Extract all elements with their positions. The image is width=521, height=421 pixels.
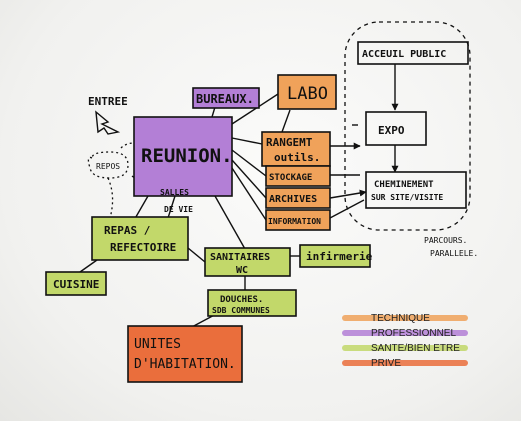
label-sanitaires-1: SANITAIRES xyxy=(210,252,270,263)
link-reunion-rangement xyxy=(231,137,263,145)
box-archives xyxy=(265,187,331,209)
box-unites xyxy=(127,325,243,383)
box-expo xyxy=(365,111,427,146)
link-reunion-salles xyxy=(167,195,176,219)
link-reunion-archives xyxy=(231,159,267,199)
label-stockage: STOCKAGE xyxy=(269,173,312,183)
box-douches xyxy=(207,289,297,317)
box-bureaux xyxy=(192,87,260,109)
label-unites-1: UNITES xyxy=(134,337,181,352)
box-cuisine xyxy=(45,271,107,296)
link-reunion-stockage xyxy=(231,149,267,177)
box-sanitaires xyxy=(204,247,291,277)
label-repas-2: REFECTOIRE xyxy=(110,241,176,254)
box-information xyxy=(265,209,331,231)
label-chem-1: CHEMINEMENT xyxy=(374,180,434,190)
label-entree: ENTREE xyxy=(88,95,128,108)
label-labo: LABO xyxy=(287,84,328,104)
label-douches-1: DOUCHES. xyxy=(220,295,263,305)
repos-bubble xyxy=(87,151,129,179)
box-accueil xyxy=(357,41,469,65)
box-labo xyxy=(277,74,337,110)
label-reunion: REUNION. xyxy=(141,145,233,167)
label-rangement: RANGEMT xyxy=(266,136,313,149)
legend: TECHNIQUE PROFESSIONNEL SANTE/BIEN ETRE PRI… xyxy=(342,313,468,369)
box-infirmerie xyxy=(299,244,371,268)
dash-repos-repas xyxy=(107,177,114,219)
label-sanitaires-2: WC xyxy=(236,265,248,276)
box-stockage xyxy=(265,165,331,187)
legend-label-3: PRIVE xyxy=(371,358,401,369)
label-outils: outils. xyxy=(274,151,320,164)
label-chem-2: SUR SITE/VISITE xyxy=(371,193,443,202)
link-labo-reunion xyxy=(231,93,279,125)
label-bureaux: BUREAUX. xyxy=(196,92,254,106)
label-salles-1: SALLES xyxy=(160,188,189,197)
label-infirmerie: infirmerie xyxy=(306,250,373,263)
label-parcours-2: PARALLELE. xyxy=(430,249,478,258)
public-zone-outline xyxy=(344,21,471,231)
entree-arrow xyxy=(95,110,121,135)
label-accueil: ACCEUIL PUBLIC xyxy=(362,49,446,60)
legend-label-1: PROFESSIONNEL xyxy=(371,328,456,339)
box-reunion xyxy=(133,116,233,197)
box-rangement xyxy=(261,131,331,167)
label-cuisine: CUISINE xyxy=(53,278,99,291)
link-reunion-information xyxy=(231,167,267,221)
boxes xyxy=(45,41,469,383)
box-cheminement xyxy=(365,171,467,209)
legend-label-0: TECHNIQUE xyxy=(371,313,430,324)
label-douches-2: SDB COMMUNES xyxy=(212,306,270,315)
label-expo: EXPO xyxy=(378,124,405,137)
label-parcours-1: PARCOURS. xyxy=(424,236,467,245)
label-information: INFORMATION xyxy=(268,217,321,226)
arrow-archives-chem xyxy=(329,189,367,199)
link-repas-cuisine xyxy=(79,259,98,273)
legend-label-2: SANTE/BIEN ETRE xyxy=(371,343,460,354)
link-reunion-sanitaires xyxy=(214,195,246,250)
label-repos: REPOS xyxy=(96,162,120,171)
label-salles-2: DE VIE xyxy=(164,205,193,214)
link-repas-sanitaires xyxy=(187,247,206,263)
link-labo-rangement xyxy=(281,109,291,133)
label-unites-2: D'HABITATION. xyxy=(134,357,236,372)
labels: ENTREE REUNION. BUREAUX. LABO RANGEMT ou… xyxy=(53,49,478,372)
box-repas xyxy=(91,216,189,261)
dash-repos-reunion xyxy=(120,142,135,149)
label-archives: ARCHIVES xyxy=(269,194,317,205)
label-repas-1: REPAS / xyxy=(104,224,151,237)
